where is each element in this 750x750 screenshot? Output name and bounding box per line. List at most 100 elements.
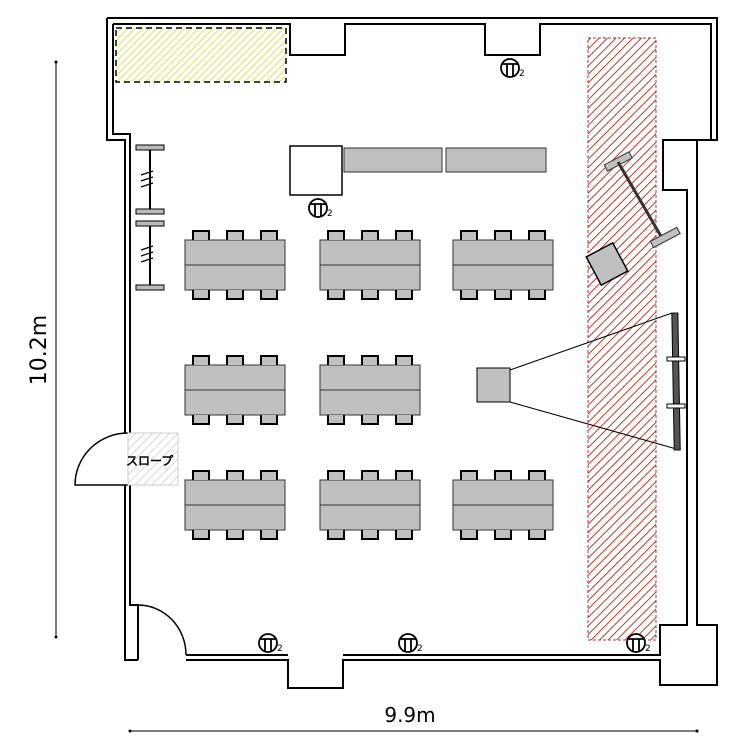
table <box>319 239 421 266</box>
chair <box>460 470 478 480</box>
table-group <box>452 230 554 300</box>
table <box>319 264 421 291</box>
chair <box>361 230 379 240</box>
whiteboard <box>603 151 681 249</box>
outlet-count: 2 <box>519 69 525 79</box>
chair <box>192 355 210 365</box>
table <box>184 389 286 416</box>
lectern <box>585 241 629 287</box>
table-group <box>184 230 286 300</box>
floor-outlet-icon: 2 <box>398 633 423 654</box>
table <box>184 264 286 291</box>
chair <box>494 290 512 300</box>
table <box>184 504 286 531</box>
floor-outlet-icon: 2 <box>500 58 525 79</box>
chair <box>395 355 413 365</box>
storage-area <box>115 27 287 83</box>
chair <box>192 290 210 300</box>
chair <box>192 230 210 240</box>
table <box>184 479 286 506</box>
table <box>319 364 421 391</box>
chair <box>327 355 345 365</box>
chair <box>327 415 345 425</box>
chair <box>260 355 278 365</box>
chair <box>327 530 345 540</box>
rear-door <box>137 604 187 656</box>
projection-screen <box>666 312 686 451</box>
chair <box>260 530 278 540</box>
floor-outlet-icon: 2 <box>626 633 651 654</box>
table <box>319 479 421 506</box>
chair <box>192 470 210 480</box>
chair <box>395 290 413 300</box>
chair <box>361 290 379 300</box>
chair <box>395 230 413 240</box>
chair <box>226 355 244 365</box>
chair <box>395 415 413 425</box>
chair <box>192 530 210 540</box>
table <box>452 504 554 531</box>
floor-outlet-icon: 2 <box>308 198 333 219</box>
table-group <box>452 470 554 540</box>
chair <box>460 290 478 300</box>
table <box>319 504 421 531</box>
chair <box>327 230 345 240</box>
chair <box>528 530 546 540</box>
chair <box>395 470 413 480</box>
chair <box>494 230 512 240</box>
chair <box>260 470 278 480</box>
walls <box>106 17 718 689</box>
slope: スロープ <box>126 432 179 486</box>
chair <box>361 355 379 365</box>
long-table <box>343 147 443 173</box>
long-table <box>445 147 547 173</box>
table-group <box>184 470 286 540</box>
chair <box>192 415 210 425</box>
chair <box>528 290 546 300</box>
table <box>452 479 554 506</box>
outlet-count: 2 <box>645 644 651 654</box>
chair <box>528 470 546 480</box>
chair <box>460 230 478 240</box>
width-dimension: 9.9m <box>128 703 699 733</box>
chair <box>260 290 278 300</box>
outlet-count: 2 <box>327 209 333 219</box>
floor-outlet-icon: 2 <box>258 633 283 654</box>
chair <box>260 415 278 425</box>
entrance-door <box>74 432 129 486</box>
outlet-count: 2 <box>417 644 423 654</box>
table-groups <box>184 230 554 540</box>
outlets: 2 2 2 2 2 <box>258 58 651 654</box>
table-group <box>319 355 421 425</box>
table <box>452 264 554 291</box>
chair <box>528 230 546 240</box>
chair <box>226 470 244 480</box>
table-group <box>184 355 286 425</box>
chair <box>361 415 379 425</box>
width-label: 9.9m <box>384 703 435 727</box>
outlet-count: 2 <box>277 644 283 654</box>
table <box>319 389 421 416</box>
table <box>184 364 286 391</box>
table <box>184 239 286 266</box>
chair <box>226 230 244 240</box>
height-dimension: 10.2m <box>27 60 58 639</box>
chair <box>226 290 244 300</box>
coat-rack <box>135 220 165 291</box>
chair <box>361 530 379 540</box>
coat-rack <box>135 144 165 215</box>
table-group <box>319 230 421 300</box>
height-label: 10.2m <box>27 315 52 385</box>
slope-label: スロープ <box>126 453 174 468</box>
chair <box>226 415 244 425</box>
chair <box>327 470 345 480</box>
chair <box>494 470 512 480</box>
table-group <box>319 470 421 540</box>
chair <box>260 230 278 240</box>
chair <box>494 530 512 540</box>
chair <box>361 470 379 480</box>
chair <box>327 290 345 300</box>
chair <box>226 530 244 540</box>
projection-beam <box>509 312 681 451</box>
